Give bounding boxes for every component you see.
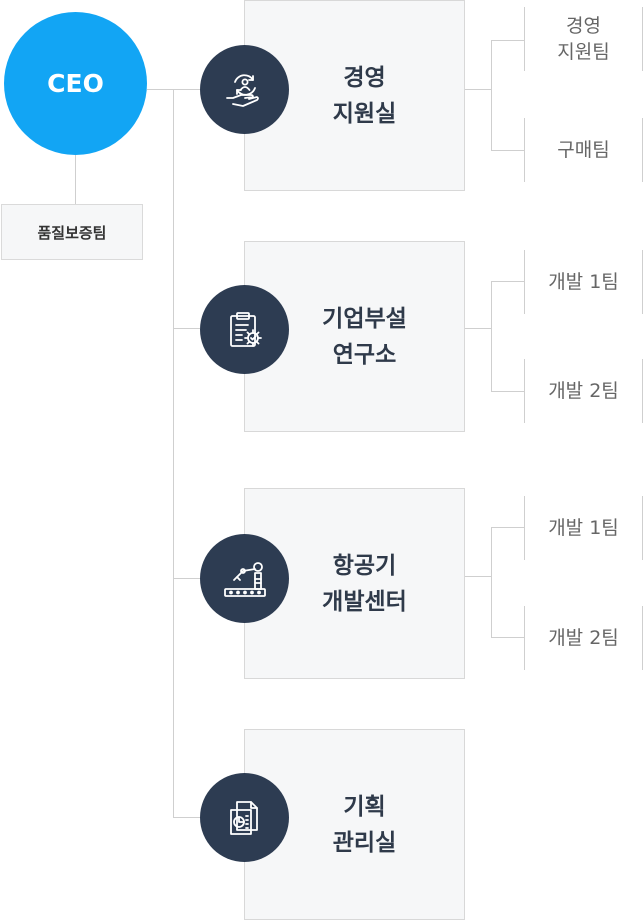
dept-2-team-1-stub: [491, 281, 524, 282]
team-label: 개발 1팀: [548, 271, 619, 293]
qa-team-label: 품질보증팀: [37, 223, 107, 242]
dept-1-team-2-stub: [491, 150, 524, 151]
team-box: 개발 2팀: [524, 359, 643, 423]
team-label: 경영 지원팀: [557, 15, 610, 63]
dept-3-team-1-stub: [491, 527, 524, 528]
team-label: 개발 1팀: [548, 517, 619, 539]
spine-branch-2: [173, 328, 200, 329]
ceo-node: CEO: [4, 12, 147, 155]
qa-team-box: 품질보증팀: [1, 204, 143, 260]
dept-1-team-connector: [465, 89, 491, 90]
ceo-to-qa-connector: [75, 155, 76, 204]
spine-branch-4: [173, 817, 200, 818]
team-box: 개발 1팀: [524, 496, 643, 560]
department-label: 경영 지원실: [332, 64, 397, 127]
dept-1-team-1-stub: [491, 40, 524, 41]
spine-branch-3: [173, 578, 200, 579]
clipboard-gear-icon: [200, 285, 289, 374]
team-label: 구매팀: [557, 139, 610, 161]
dept-3-team-2-stub: [491, 637, 524, 638]
team-box: 구매팀: [524, 118, 643, 182]
team-box: 개발 1팀: [524, 250, 643, 314]
team-box: 경영 지원팀: [524, 7, 643, 71]
dept-3-team-bracket: [491, 527, 492, 637]
hand-person-icon: [200, 45, 289, 134]
team-label: 개발 2팀: [548, 627, 619, 649]
department-label: 항공기 개발센터: [322, 552, 407, 615]
department-label: 기업부설 연구소: [322, 305, 407, 368]
dept-2-team-connector: [465, 328, 491, 329]
team-label: 개발 2팀: [548, 380, 619, 402]
dept-1-team-bracket: [491, 40, 492, 150]
dept-2-team-bracket: [491, 281, 492, 391]
dept-3-team-connector: [465, 576, 491, 577]
robot-arm-conveyor-icon: [200, 534, 289, 623]
team-box: 개발 2팀: [524, 606, 643, 670]
department-label: 기획 관리실: [332, 793, 397, 856]
dept-2-team-2-stub: [491, 391, 524, 392]
department-spine: [173, 89, 174, 817]
ceo-label: CEO: [47, 69, 104, 98]
document-chart-icon: [200, 773, 289, 862]
